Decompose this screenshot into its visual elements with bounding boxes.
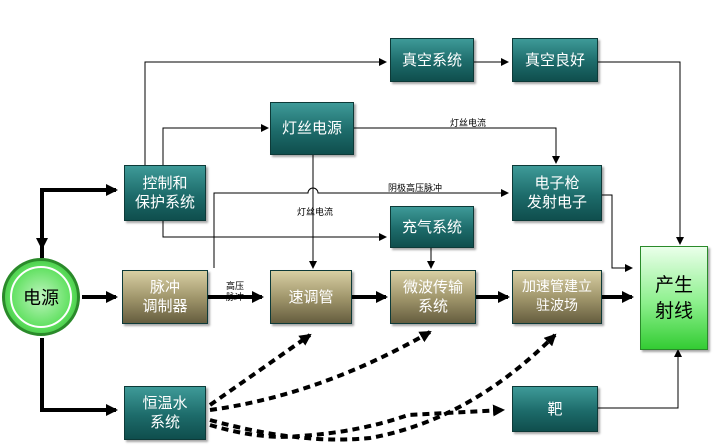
arrow-power-control: [40, 184, 118, 258]
cathode-pulse-label: 阴极高压脉冲: [388, 184, 443, 194]
filament-current-label-mid: 灯丝电流: [297, 208, 334, 218]
constant-temp-water-node: 恒温水 系统: [124, 386, 206, 440]
arrow-control-vacuum: [144, 58, 387, 165]
arrow-vacuumgood-ray: [598, 61, 684, 245]
thin-lines: [144, 58, 684, 409]
accelerator-tube-node: 加速管建立 驻波场: [512, 270, 602, 324]
arrow-target-ray: [598, 349, 682, 409]
waveguide-system-node: 微波传输 系统: [390, 270, 476, 324]
target-node: 靶: [512, 386, 598, 432]
hv-pulse-label: 高压 脉冲: [226, 282, 245, 303]
water-to-klystron: [208, 333, 312, 407]
electron-gun-node: 电子枪 发射电子: [512, 165, 602, 221]
gas-fill-system-node: 充气系统: [390, 206, 474, 248]
water-to-waveguide: [209, 330, 432, 412]
filament-current-label-top: 灯丝电流: [450, 119, 487, 129]
power-node: 电源: [2, 258, 80, 336]
arrow-control-filament: [162, 124, 269, 165]
water-to-accel: [209, 333, 557, 442]
main-flow-lines: [36, 184, 634, 416]
ray-output-node: 产生 射线: [640, 246, 708, 350]
water-lines: [208, 330, 557, 442]
pulse-modulator-node: 脉冲 调制器: [122, 270, 208, 324]
arrow-control-gas: [162, 221, 387, 241]
arrow-power-water: [40, 338, 118, 416]
arrow-modulator-gun: [213, 187, 509, 268]
power-label: 电源: [10, 266, 72, 328]
filament-power-node: 灯丝电源: [270, 102, 354, 155]
arrow-gun-ray: [602, 194, 633, 272]
vacuum-system-node: 真空系统: [390, 38, 474, 82]
arrow-filament-gun: [354, 127, 560, 164]
vacuum-good-node: 真空良好: [512, 38, 598, 82]
control-protection-node: 控制和 保护系统: [124, 165, 206, 221]
water-to-target: [209, 404, 505, 439]
klystron-node: 速调管: [270, 270, 352, 324]
